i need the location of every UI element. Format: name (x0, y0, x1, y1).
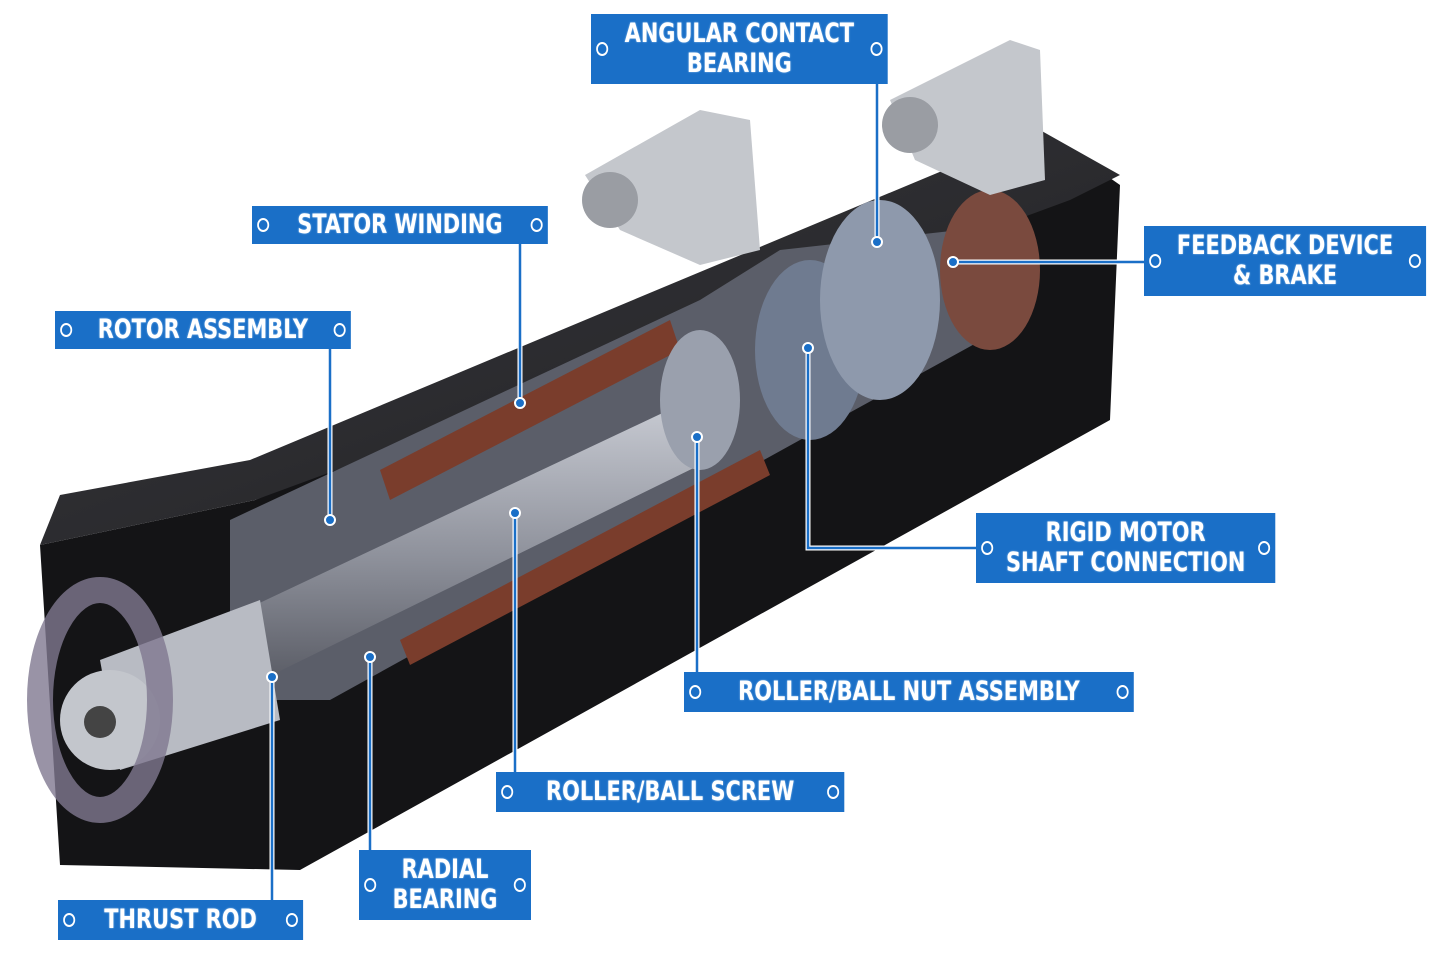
label-line: THRUST ROD (104, 904, 257, 935)
connector-1 (582, 110, 760, 265)
label-line: SHAFT CONNECTION (1005, 547, 1246, 578)
label-line: ANGULAR CONTACT (624, 18, 855, 49)
label-thrust-rod: THRUST ROD (58, 900, 304, 940)
label-stator-winding: STATOR WINDING (252, 206, 548, 244)
screw (160, 400, 710, 720)
label-feedback-device-brake: FEEDBACK DEVICE & BRAKE (1144, 226, 1427, 296)
label-line: STATOR WINDING (297, 209, 503, 240)
label-line: ROLLER/BALL SCREW (546, 776, 795, 807)
label-line: ROTOR ASSEMBLY (97, 314, 309, 345)
label-radial-bearing: RADIAL BEARING (359, 850, 531, 920)
label-line: BEARING (686, 48, 792, 79)
label-rotor-assembly: ROTOR ASSEMBLY (55, 311, 351, 349)
label-line: RIGID MOTOR (1045, 517, 1206, 548)
label-line: BEARING (392, 884, 498, 915)
label-roller-ball-nut-assembly: ROLLER/BALL NUT ASSEMBLY (684, 672, 1134, 712)
label-line: FEEDBACK DEVICE (1176, 230, 1394, 261)
label-line: RADIAL (401, 854, 489, 885)
label-line: ROLLER/BALL NUT ASSEMBLY (738, 676, 1080, 707)
label-roller-ball-screw: ROLLER/BALL SCREW (496, 772, 845, 812)
label-rigid-motor-shaft-connection: RIGID MOTOR SHAFT CONNECTION (976, 513, 1276, 583)
label-line: & BRAKE (1232, 260, 1338, 291)
label-angular-contact-bearing: ANGULAR CONTACT BEARING (591, 14, 888, 84)
connector-2 (882, 40, 1045, 195)
